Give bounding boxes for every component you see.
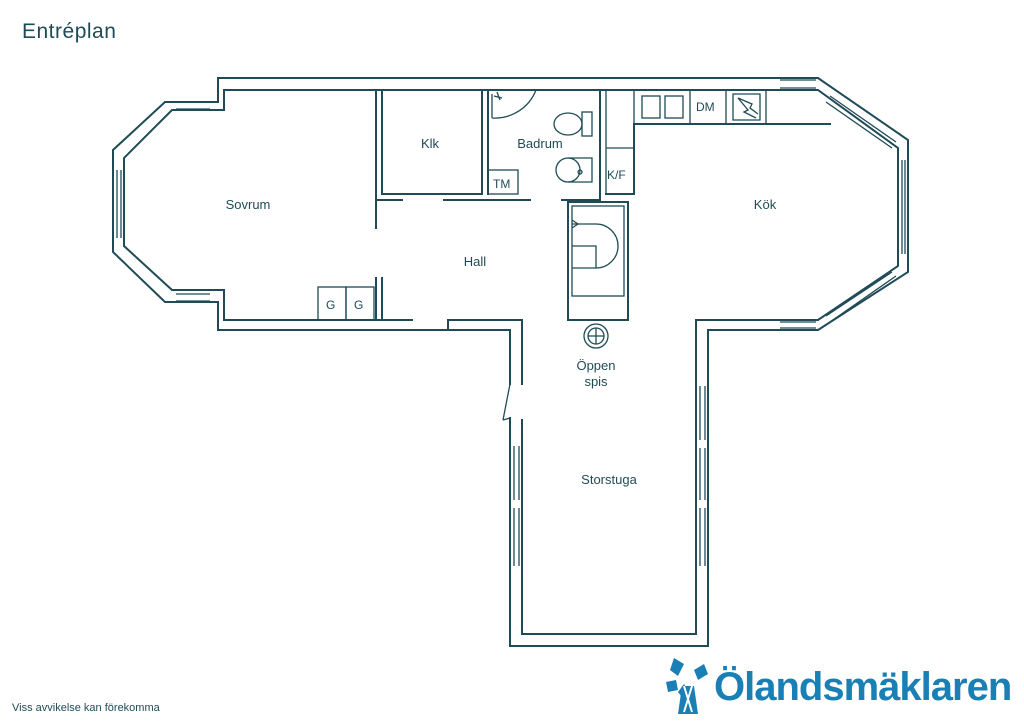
kf-label: K/F <box>607 168 626 182</box>
fireplace-label: spis <box>584 374 608 389</box>
room-label-sovrum: Sovrum <box>226 197 271 212</box>
room-label-badrum: Badrum <box>517 136 563 151</box>
windows <box>116 79 906 566</box>
wardrobe-label: G <box>354 298 363 312</box>
fireplace-label: Öppen <box>576 358 615 373</box>
room-label-kok: Kök <box>754 197 777 212</box>
room-label-storstuga: Storstuga <box>581 472 637 487</box>
brand-name: Ölandsmäklaren <box>714 665 1012 709</box>
kitchen-counter <box>605 90 767 194</box>
wardrobe-label: G <box>326 298 335 312</box>
bathroom-fixtures <box>487 89 593 195</box>
room-label-klk: Klk <box>421 136 440 151</box>
hall-wardrobes <box>317 286 375 321</box>
fireplace <box>567 201 629 349</box>
outer-walls <box>112 77 909 647</box>
disclaimer: Viss avvikelse kan förekomma <box>12 702 160 714</box>
room-label-hall: Hall <box>464 254 487 269</box>
dm-label: DM <box>696 100 715 114</box>
page-title: Entréplan <box>22 20 117 43</box>
windmill-icon <box>666 658 708 714</box>
tm-label: TM <box>493 177 510 191</box>
entrance-door <box>502 383 511 421</box>
brand-logo: Ölandsmäklaren <box>664 656 1014 718</box>
